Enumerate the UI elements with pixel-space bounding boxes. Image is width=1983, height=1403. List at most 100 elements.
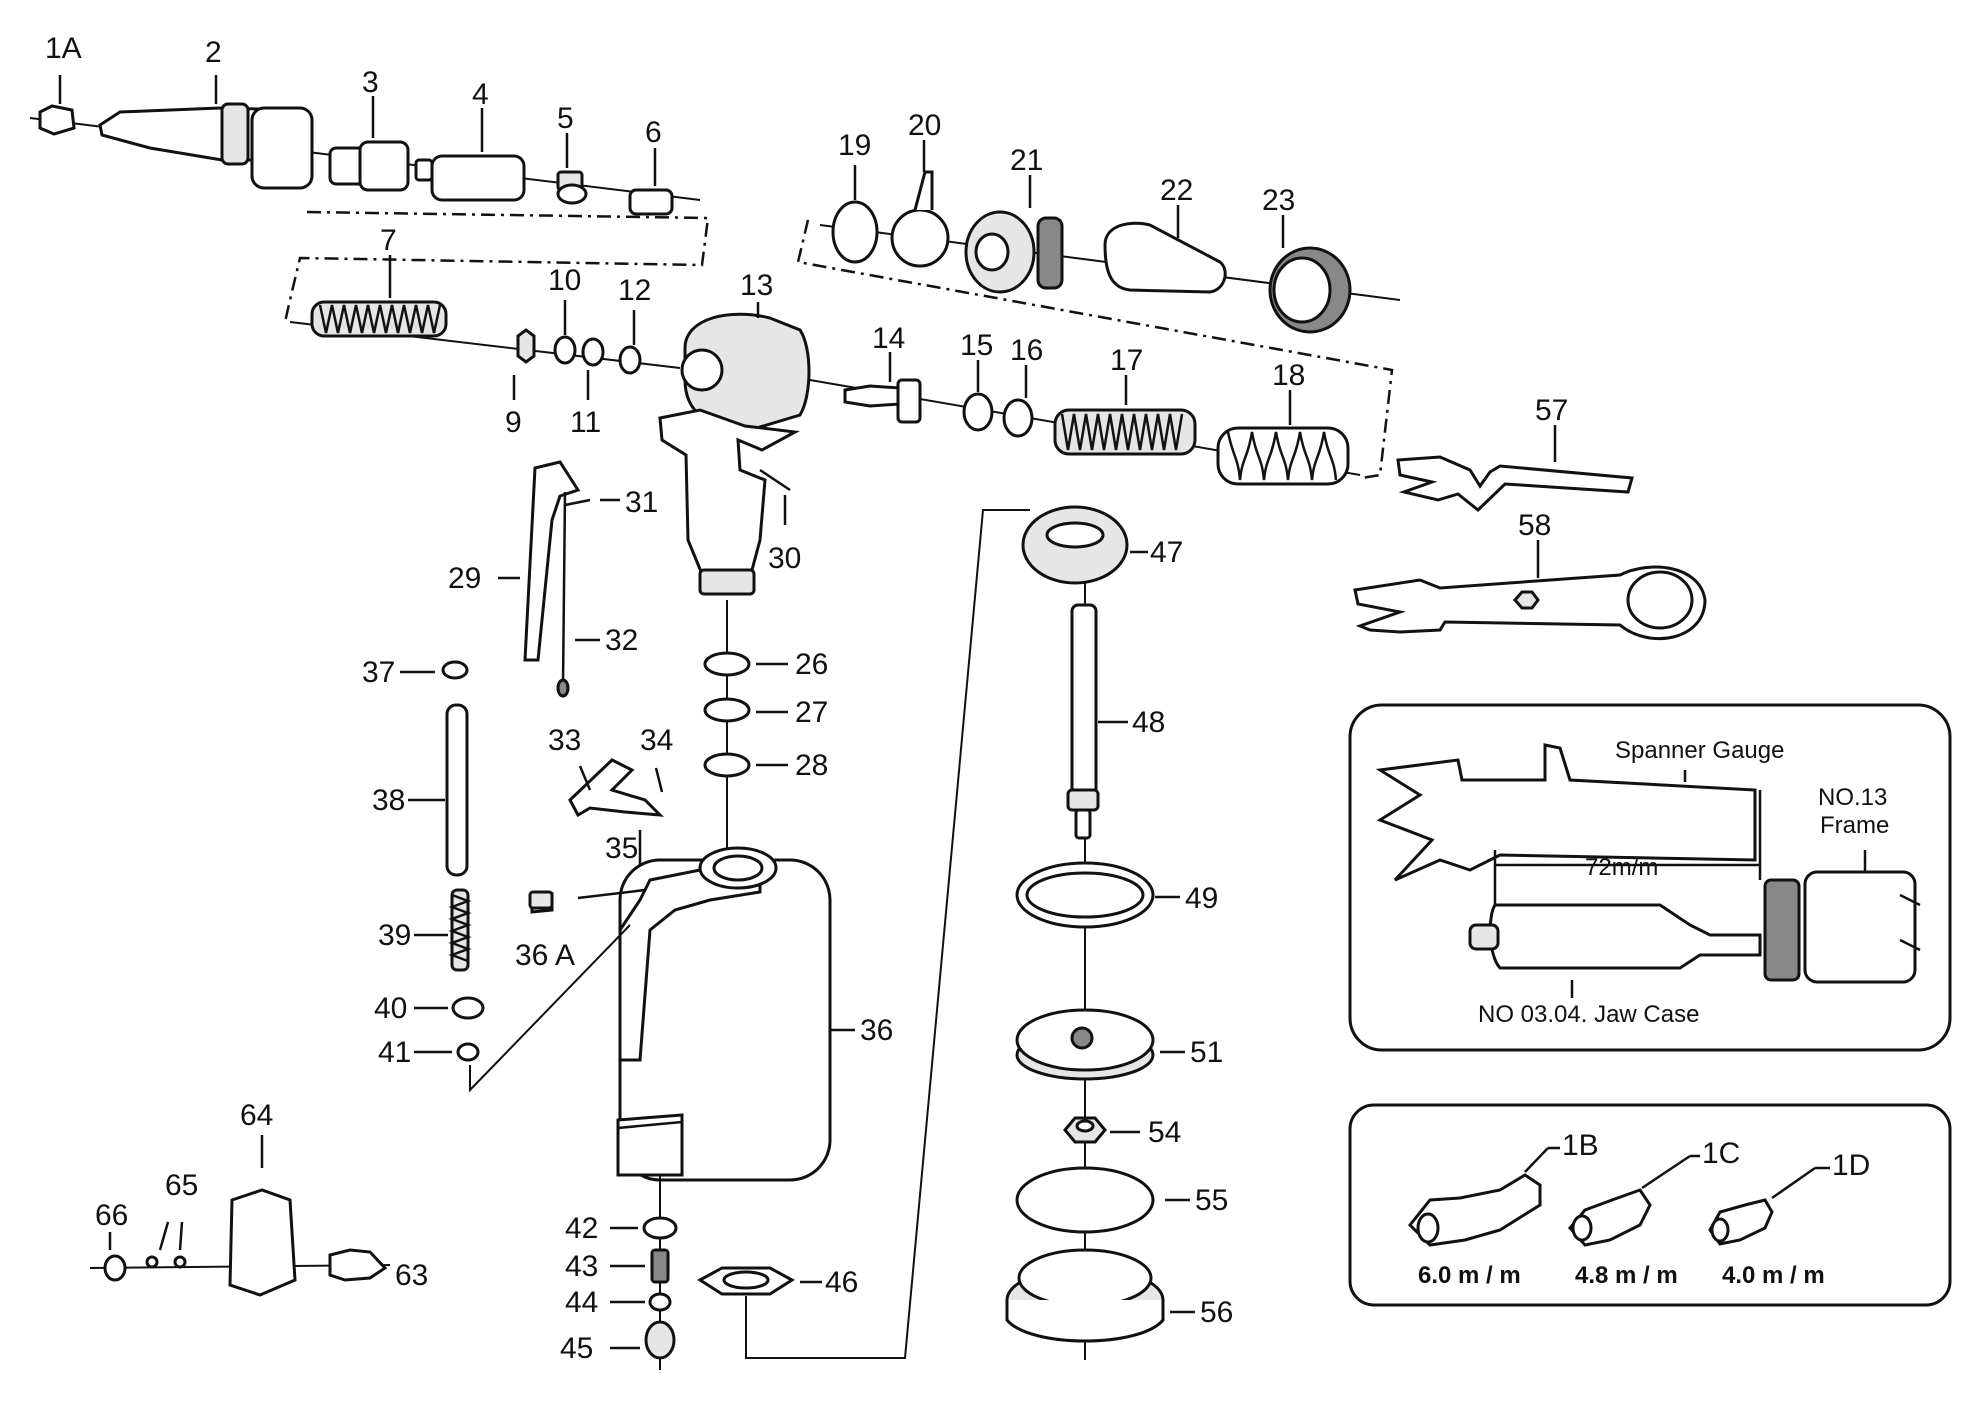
nozzle-1D-part: 1D xyxy=(1832,1149,1870,1182)
part-4-jaw-pusher xyxy=(414,108,526,202)
nozzle-inset-labels: 1B 1C 1D 6.0 m / m 4.8 m / m 4.0 m / m xyxy=(1418,1129,1870,1289)
label-51: 51 xyxy=(1190,1036,1223,1069)
label-23: 23 xyxy=(1262,184,1295,217)
nozzle-sizes-inset xyxy=(1348,1103,1952,1307)
part-54-nut xyxy=(1063,1116,1140,1144)
nozzle-1B-size: 6.0 m / m xyxy=(1418,1262,1521,1289)
nose-assembly-row xyxy=(29,75,701,216)
gauge-dimension: 72m/m xyxy=(1585,854,1658,881)
label-20: 20 xyxy=(908,109,941,142)
label-33: 33 xyxy=(548,724,581,757)
label-29: 29 xyxy=(448,562,481,595)
nozzle-1C-part: 1C xyxy=(1702,1137,1740,1170)
label-34: 34 xyxy=(640,724,673,757)
part-9-nut xyxy=(512,328,536,400)
label-64: 64 xyxy=(240,1099,273,1132)
part-49-piston-ring xyxy=(1015,861,1180,929)
part-16-oring xyxy=(1002,365,1034,438)
part-15-oring xyxy=(962,360,994,432)
jaw-case-label: NO 03.04. Jaw Case xyxy=(1478,1001,1699,1028)
trigger-assembly xyxy=(498,460,620,698)
rear-cap-row xyxy=(819,140,1401,334)
label-35: 35 xyxy=(605,832,638,865)
assembly-bracket-left xyxy=(283,210,710,323)
part-12-oring xyxy=(618,310,642,375)
label-42: 42 xyxy=(565,1212,598,1245)
label-58: 58 xyxy=(1518,509,1551,542)
label-65: 65 xyxy=(165,1169,198,1202)
part-13-frame xyxy=(658,302,811,596)
part-7-spring xyxy=(310,255,448,338)
part-56-base-cap xyxy=(1005,1248,1195,1343)
part-3-jaw-case xyxy=(328,96,410,192)
part-23-end-cap xyxy=(1268,215,1352,334)
label-41: 41 xyxy=(378,1036,411,1069)
bottom-valve-42-45 xyxy=(610,1175,678,1370)
part-22-sleeve xyxy=(1103,205,1227,294)
label-12: 12 xyxy=(618,274,651,307)
label-21: 21 xyxy=(1010,144,1043,177)
label-31: 31 xyxy=(625,486,658,519)
label-15: 15 xyxy=(960,329,993,362)
wrenches-57-58 xyxy=(1353,425,1707,641)
label-38: 38 xyxy=(372,784,405,817)
frame-label-line1: NO.13 xyxy=(1818,784,1887,811)
label-14: 14 xyxy=(872,322,905,355)
oring-stack-26-28 xyxy=(703,600,788,860)
label-26: 26 xyxy=(795,648,828,681)
label-46: 46 xyxy=(825,1266,858,1299)
label-37: 37 xyxy=(362,656,395,689)
part-18-spring xyxy=(1216,390,1350,486)
spanner-gauge-inset xyxy=(1348,703,1952,1052)
label-5: 5 xyxy=(557,102,574,135)
label-30: 30 xyxy=(768,542,801,575)
label-36A: 36 A xyxy=(515,939,575,972)
part-21-cap xyxy=(964,175,1064,294)
nozzle-1D-size: 4.0 m / m xyxy=(1722,1262,1825,1289)
label-32: 32 xyxy=(605,624,638,657)
part-46-nut xyxy=(697,509,1030,1359)
label-57: 57 xyxy=(1535,394,1568,427)
label-2: 2 xyxy=(205,36,222,69)
label-55: 55 xyxy=(1195,1184,1228,1217)
label-16: 16 xyxy=(1010,334,1043,367)
label-4: 4 xyxy=(472,78,489,111)
assembly-bracket-right xyxy=(796,219,1394,480)
part-1A-nozzle xyxy=(38,75,76,136)
label-49: 49 xyxy=(1185,882,1218,915)
label-17: 17 xyxy=(1110,344,1143,377)
nozzle-1D xyxy=(1708,1166,1830,1246)
nozzle-1C-size: 4.8 m / m xyxy=(1575,1262,1678,1289)
part-6-jaw-spreader xyxy=(628,148,674,216)
lever-33-35 xyxy=(568,758,664,868)
label-6: 6 xyxy=(645,116,662,149)
label-18: 18 xyxy=(1272,359,1305,392)
label-54: 54 xyxy=(1148,1116,1181,1149)
label-56: 56 xyxy=(1200,1296,1233,1329)
part-19-ring xyxy=(831,165,879,264)
part-17-spring xyxy=(1053,375,1197,456)
piston-row xyxy=(809,352,1361,486)
label-11: 11 xyxy=(570,406,601,439)
part-10-oring xyxy=(553,300,577,365)
label-13: 13 xyxy=(740,269,773,302)
frame-label-line2: Frame xyxy=(1820,812,1889,839)
label-9: 9 xyxy=(505,406,522,439)
label-7: 7 xyxy=(380,224,397,257)
air-inlet-63-66 xyxy=(89,1135,391,1297)
label-63: 63 xyxy=(395,1259,428,1292)
piston-column-47-56 xyxy=(1005,505,1195,1360)
label-27: 27 xyxy=(795,696,828,729)
part-5-jaws xyxy=(556,133,588,205)
nozzle-1B-part: 1B xyxy=(1562,1129,1599,1162)
label-39: 39 xyxy=(378,919,411,952)
label-22: 22 xyxy=(1160,174,1193,207)
label-47: 47 xyxy=(1150,536,1183,569)
frame-row xyxy=(289,255,811,596)
spanner-gauge-title: Spanner Gauge xyxy=(1615,737,1784,764)
label-3: 3 xyxy=(362,66,379,99)
part-2-nose-housing xyxy=(98,75,314,190)
part-labels: 1A 2 3 4 5 6 7 9 10 11 12 13 14 15 16 17… xyxy=(45,32,1568,1365)
label-66: 66 xyxy=(95,1199,128,1232)
